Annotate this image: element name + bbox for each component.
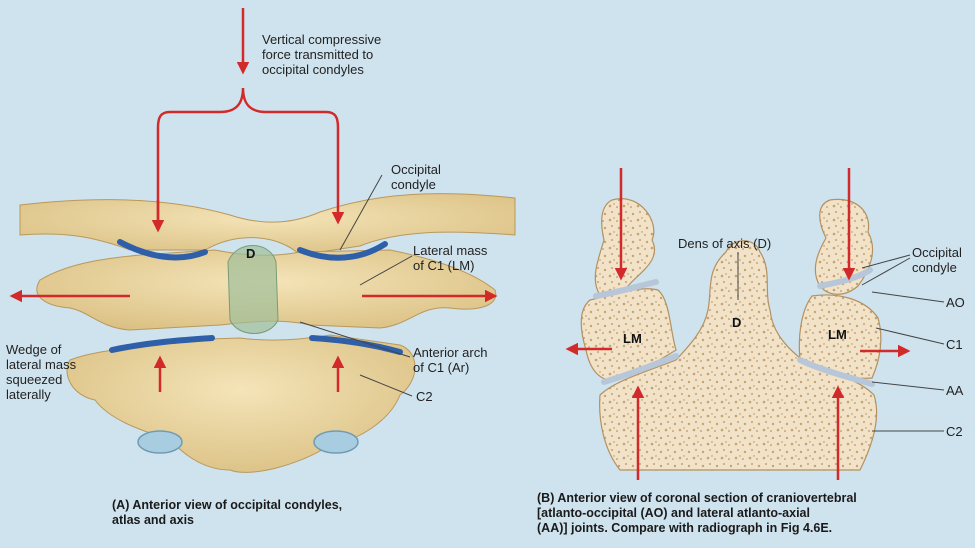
leader-ao-b [872, 292, 944, 302]
wedge-label: Wedge of lateral mass squeezed laterally [6, 342, 76, 402]
lateral-mass-label: Lateral mass of C1 (LM) [413, 243, 487, 273]
c2-label-b: C2 [946, 424, 963, 439]
dens-letter-b: D [732, 315, 741, 330]
leader-c1-b [876, 328, 944, 344]
dens-of-axis-label: Dens of axis (D) [678, 236, 771, 251]
aa-label: AA [946, 383, 963, 398]
panel-b-illustration [568, 168, 944, 480]
vertebral-artery-left [138, 431, 182, 453]
anterior-arch-label: Anterior arch of C1 (Ar) [413, 345, 487, 375]
axis-c2 [67, 335, 415, 472]
caption-b: (B) Anterior view of coronal section of … [537, 491, 857, 536]
lm-left-label: LM [623, 331, 642, 346]
caption-a: (A) Anterior view of occipital condyles,… [112, 498, 342, 528]
lm-right-label: LM [828, 327, 847, 342]
ao-label: AO [946, 295, 965, 310]
c1-label: C1 [946, 337, 963, 352]
force-label: Vertical compressive force transmitted t… [262, 32, 381, 77]
panel-a-illustration [12, 8, 515, 472]
occipital-condyle-label-a: Occipital condyle [391, 162, 441, 192]
c2-label-a: C2 [416, 389, 433, 404]
leader-aa-b [872, 382, 944, 390]
occipital-condyle-label-b: Occipital condyle [912, 245, 962, 275]
force-bracket [158, 88, 338, 222]
vertebral-artery-right [314, 431, 358, 453]
dens-letter-a: D [246, 246, 255, 261]
